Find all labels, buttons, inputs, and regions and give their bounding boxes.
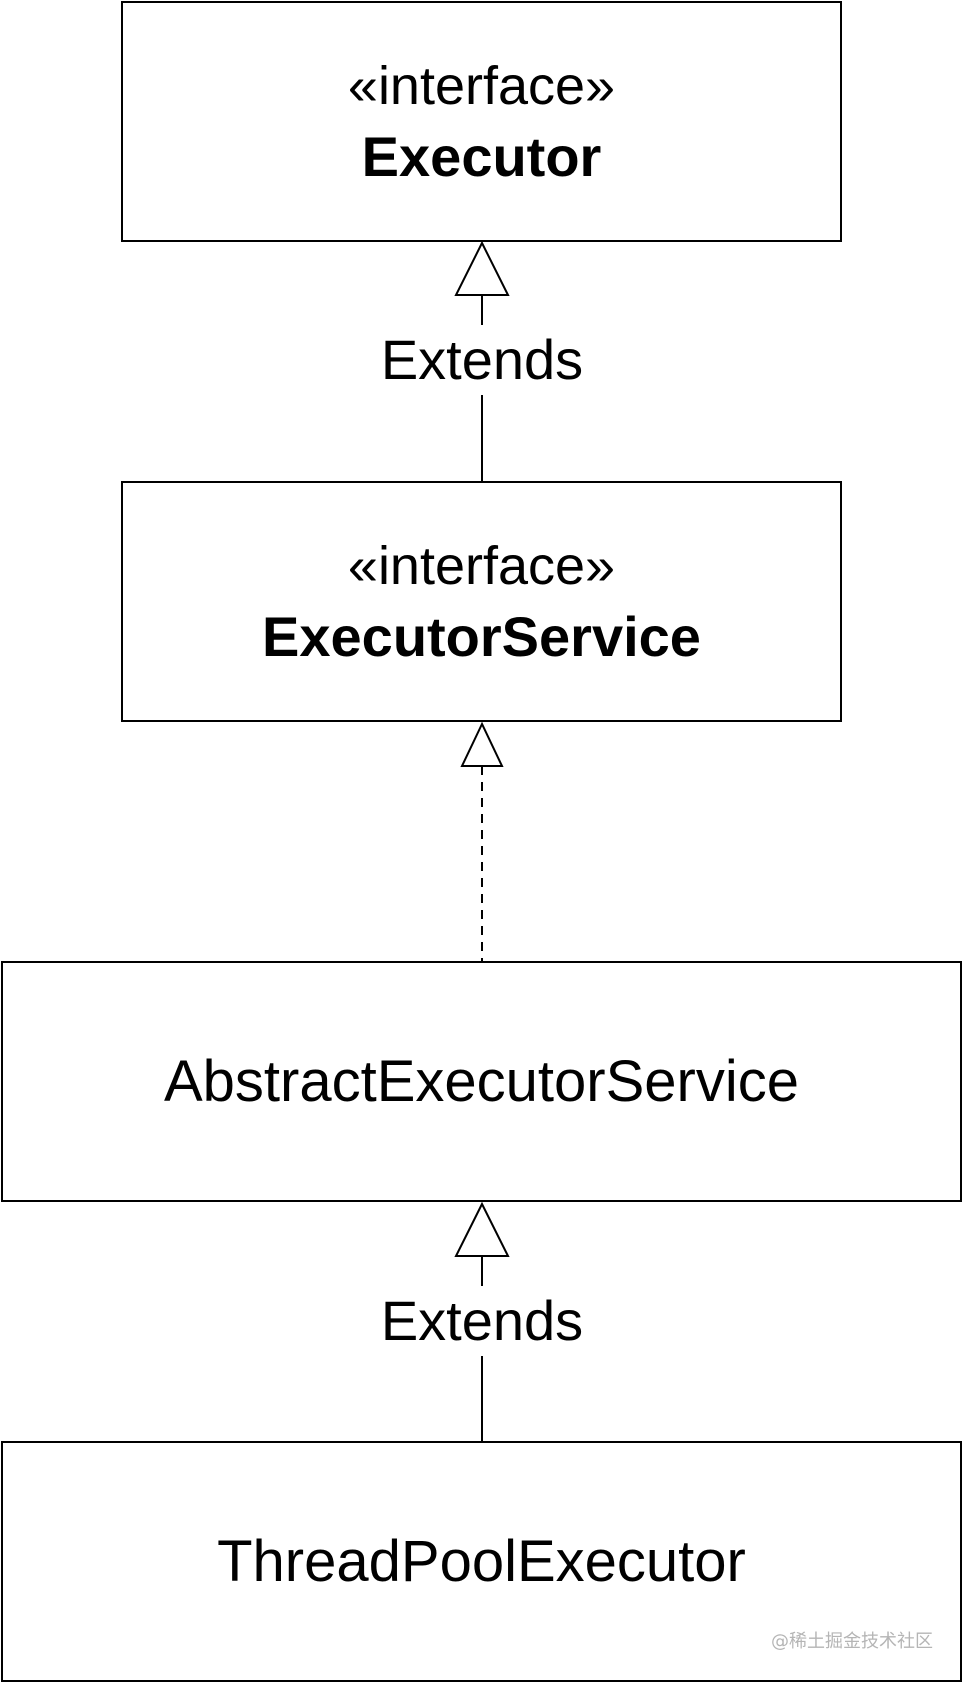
watermark-text: @稀土掘金技术社区 — [771, 1631, 933, 1652]
abstract-executor-service-box: AbstractExecutorService — [1, 961, 962, 1202]
executor-interface-box: «interface» Executor — [121, 1, 842, 242]
thread-pool-executor-name: ThreadPoolExecutor — [217, 1528, 746, 1594]
executor-service-interface-box: «interface» ExecutorService — [121, 481, 842, 722]
edge-abstract-to-service — [460, 721, 504, 962]
edge-label-extends-1: Extends — [376, 325, 588, 395]
executor-service-name: ExecutorService — [262, 604, 701, 668]
executor-name: Executor — [361, 124, 602, 188]
thread-pool-executor-box: ThreadPoolExecutor — [1, 1441, 962, 1682]
hollow-triangle-arrow — [454, 240, 510, 296]
hollow-triangle-arrow — [454, 1201, 510, 1257]
abstract-executor-service-name: AbstractExecutorService — [163, 1048, 800, 1114]
executor-service-stereotype: «interface» — [347, 535, 616, 596]
hollow-triangle-arrow — [460, 721, 504, 767]
edge-label-extends-2: Extends — [376, 1286, 588, 1356]
executor-stereotype: «interface» — [347, 55, 616, 116]
